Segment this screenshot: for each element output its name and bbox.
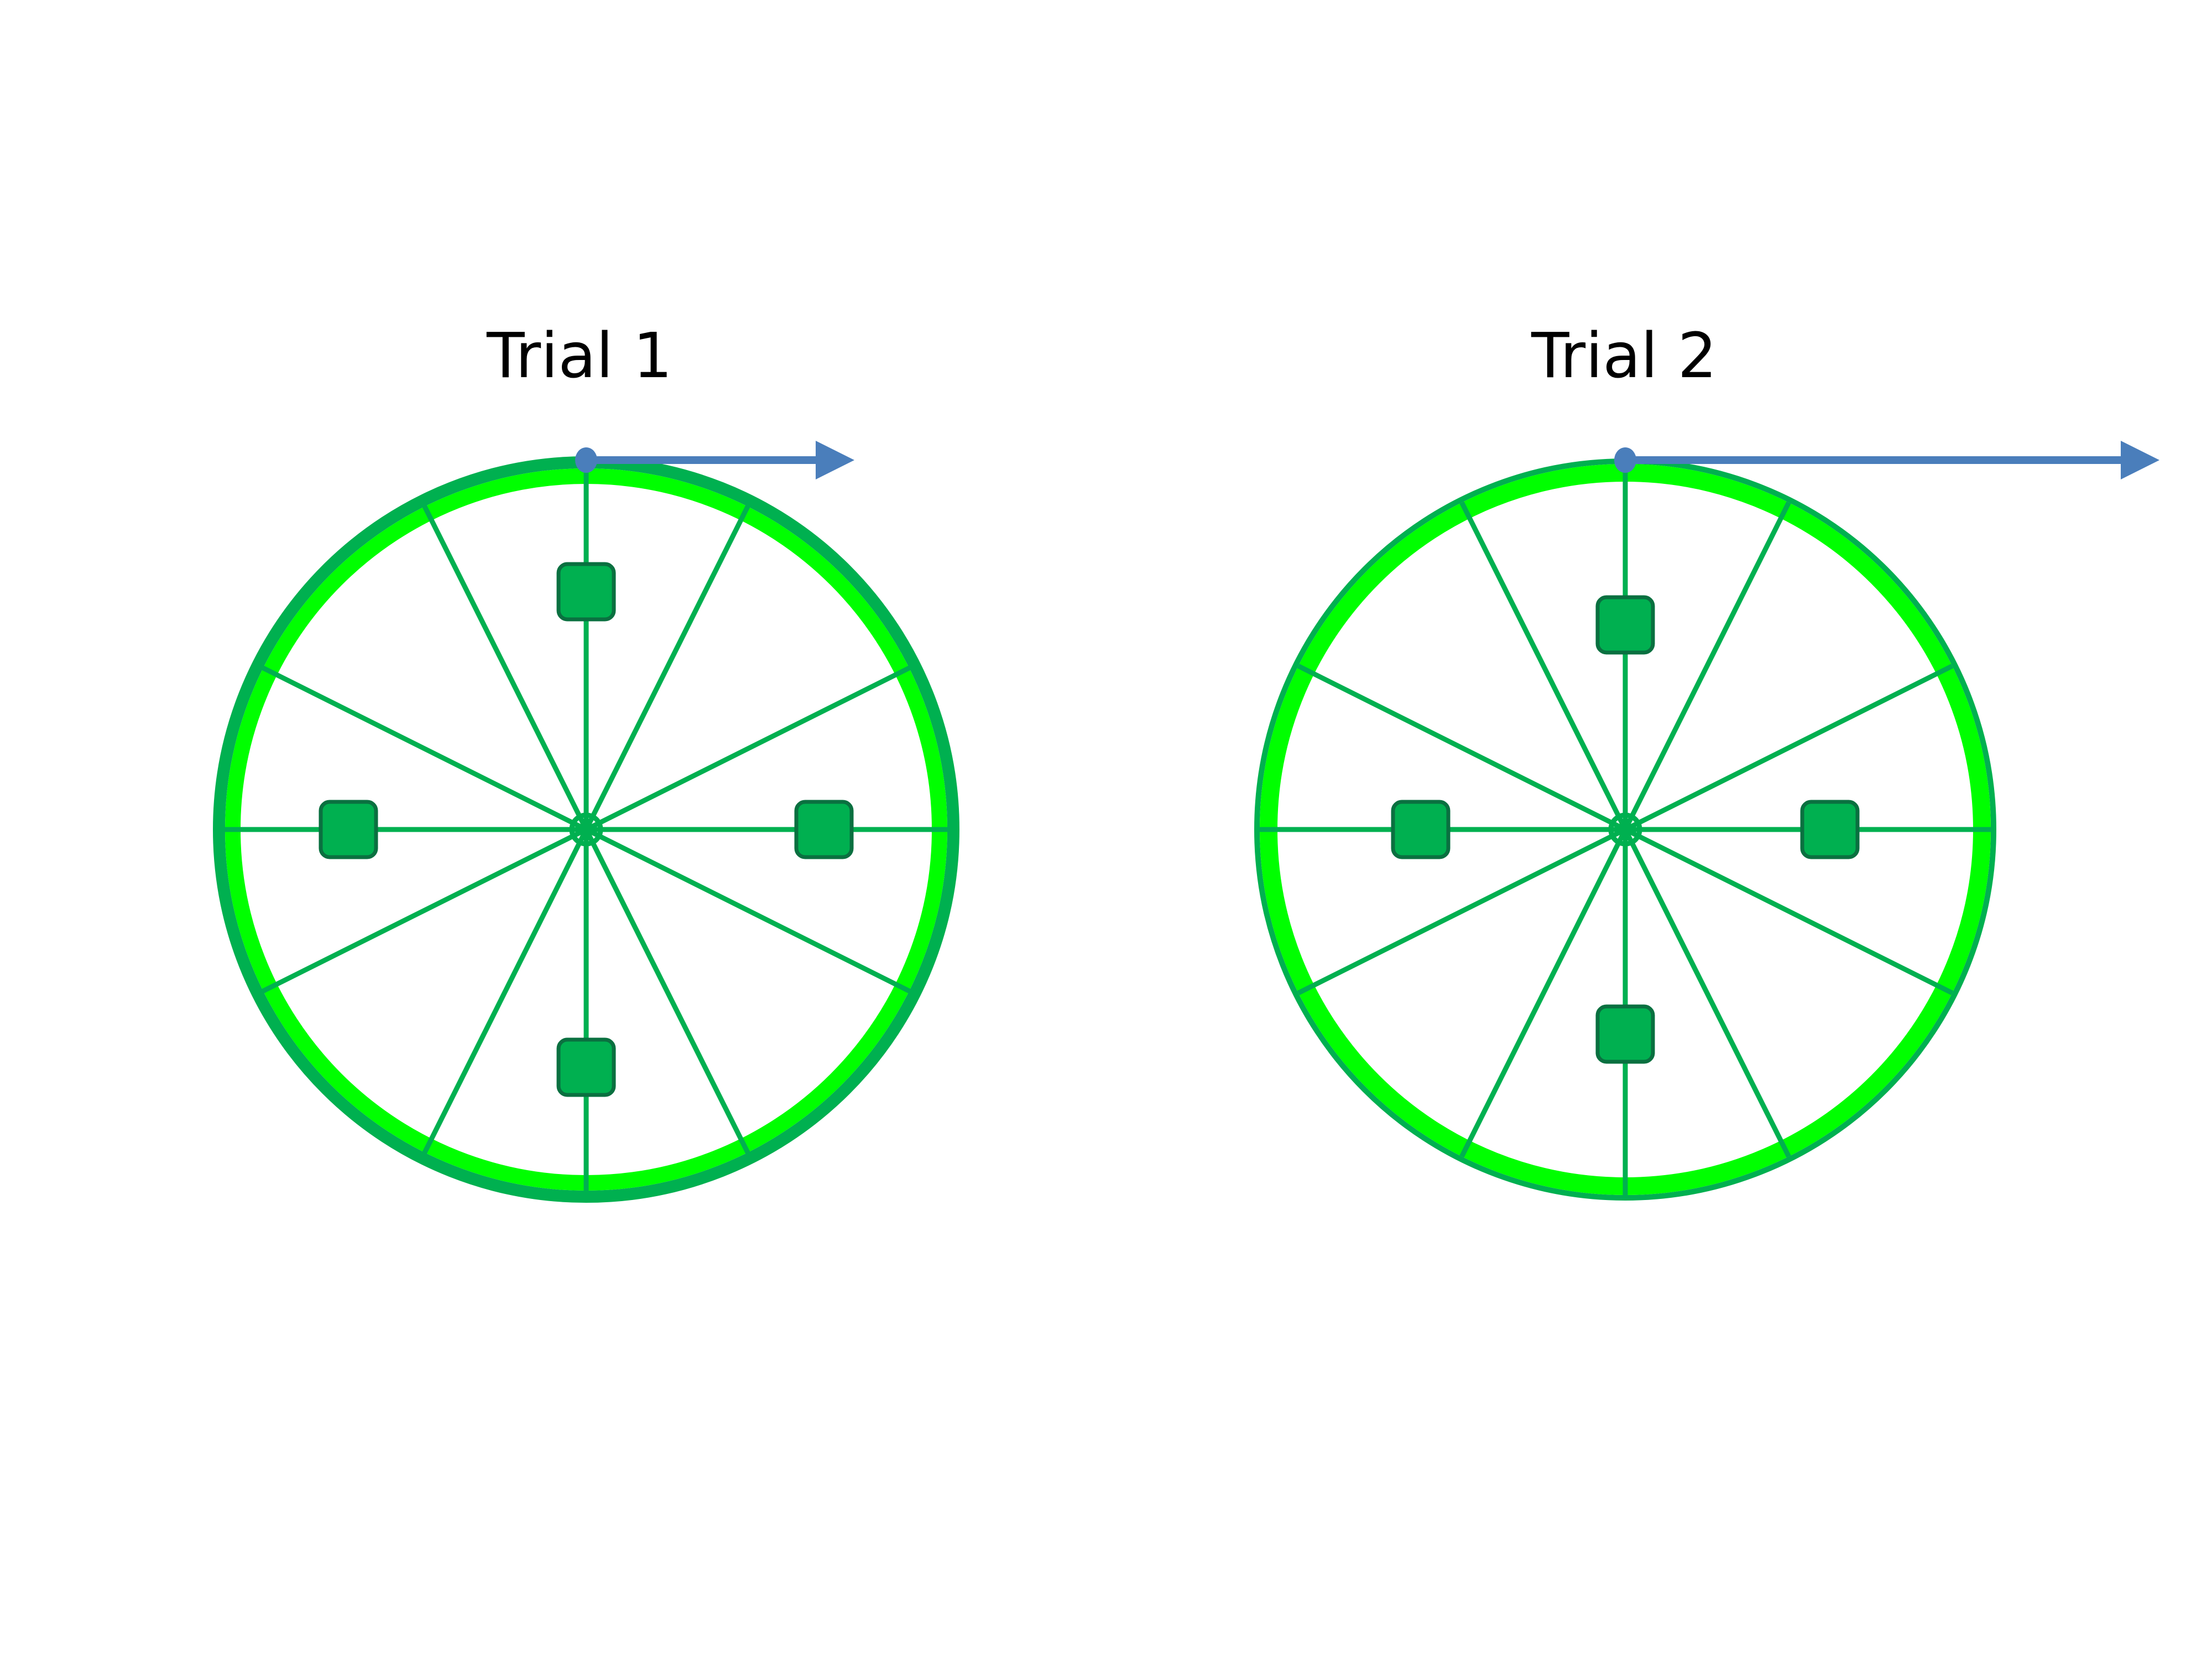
spoke — [421, 828, 589, 1155]
contact-point-dot — [575, 447, 597, 473]
spoke — [585, 827, 912, 994]
mass-bottom — [556, 1037, 616, 1097]
mass-bottom — [1595, 1004, 1655, 1064]
contact-point-dot — [1614, 447, 1636, 473]
spoke — [1623, 828, 1791, 1158]
mass-top — [556, 562, 616, 622]
hub — [569, 812, 603, 847]
wheel-trial-2 — [1254, 441, 2159, 1201]
spoke — [583, 504, 751, 831]
spoke — [260, 665, 588, 832]
spoke — [1624, 827, 1954, 995]
spoke — [1623, 501, 1791, 831]
spoke — [1624, 664, 1954, 832]
trial-1-label: Trial 1 — [487, 320, 672, 392]
mass-right — [1800, 800, 1860, 859]
wheel-trial-1 — [213, 441, 959, 1203]
trial-2-label: Trial 2 — [1531, 320, 1717, 392]
spoke — [260, 827, 588, 994]
mass-right — [794, 800, 854, 859]
mass-left — [1391, 800, 1451, 859]
arrowhead-icon — [2121, 441, 2159, 479]
spoke — [421, 504, 589, 831]
arrowhead-icon — [816, 441, 854, 479]
hub — [1608, 812, 1642, 847]
spoke — [1297, 664, 1627, 832]
spoke — [1297, 827, 1627, 995]
spoke — [585, 665, 912, 832]
mass-top — [1595, 595, 1655, 655]
spoke — [1459, 828, 1628, 1158]
spoke — [1459, 501, 1628, 831]
spoke — [583, 828, 751, 1155]
mass-left — [319, 800, 378, 859]
